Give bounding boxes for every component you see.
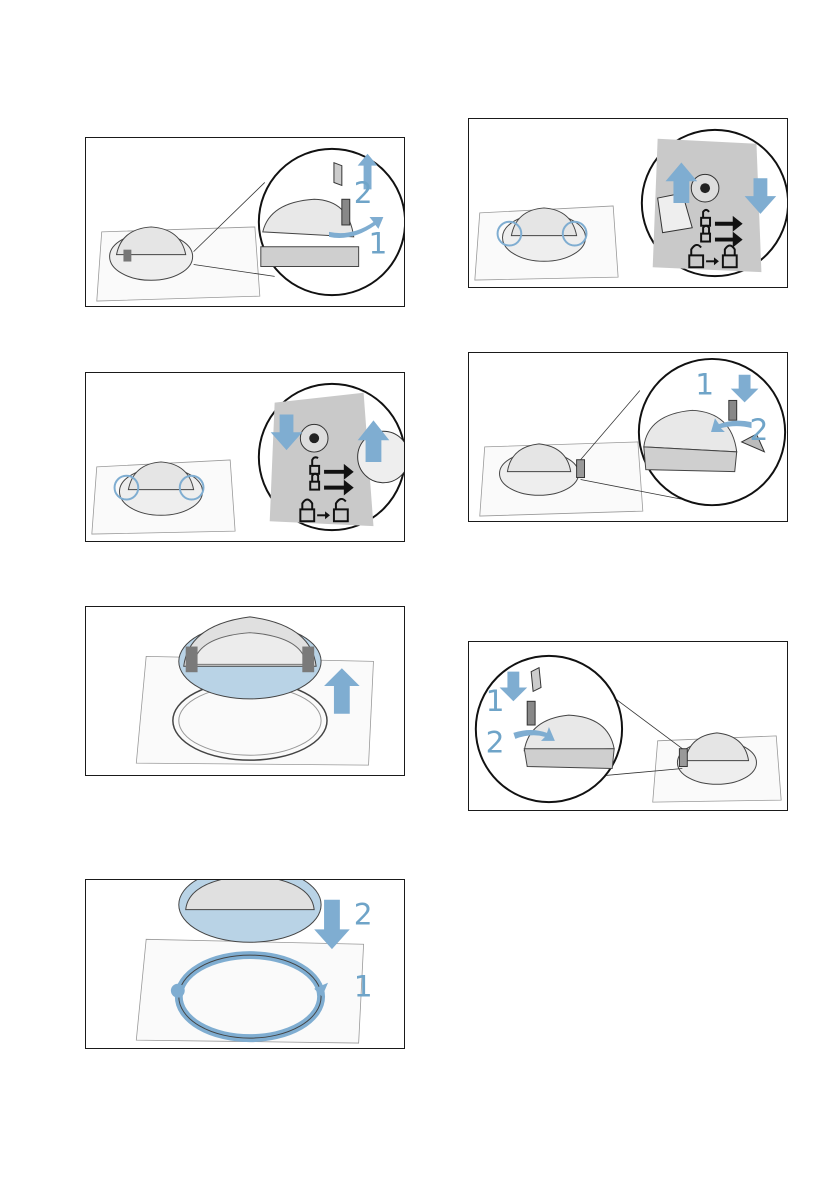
- step-label-2: 2: [354, 896, 373, 931]
- illustration-1: 2 1: [86, 138, 404, 306]
- illustration-3: [86, 607, 404, 775]
- figure-remove-hinge-screw: 2 1: [85, 137, 405, 307]
- step-label-2: 2: [354, 175, 373, 210]
- step-label-1: 1: [486, 683, 505, 718]
- illustration-7: 1 2: [469, 642, 787, 810]
- figure-fit-hinge-right: 1 2: [468, 352, 788, 522]
- illustration-6: 1 2: [469, 353, 787, 521]
- illustration-4: 2 1: [86, 880, 404, 1048]
- figure-fit-hinge-left: 1 2: [468, 641, 788, 811]
- figure-lift-door: [85, 606, 405, 776]
- illustration-2: [86, 373, 404, 541]
- step-label-2: 2: [486, 725, 505, 760]
- step-label-1: 1: [354, 969, 373, 1004]
- figure-fit-seal: 2 1: [85, 879, 405, 1049]
- step-label-2: 2: [750, 412, 769, 447]
- step-label-1: 1: [695, 367, 714, 402]
- figure-lock-catches: [468, 118, 788, 288]
- illustration-5: [469, 119, 787, 287]
- figure-unlock-catches: [85, 372, 405, 542]
- step-label-1: 1: [369, 226, 388, 261]
